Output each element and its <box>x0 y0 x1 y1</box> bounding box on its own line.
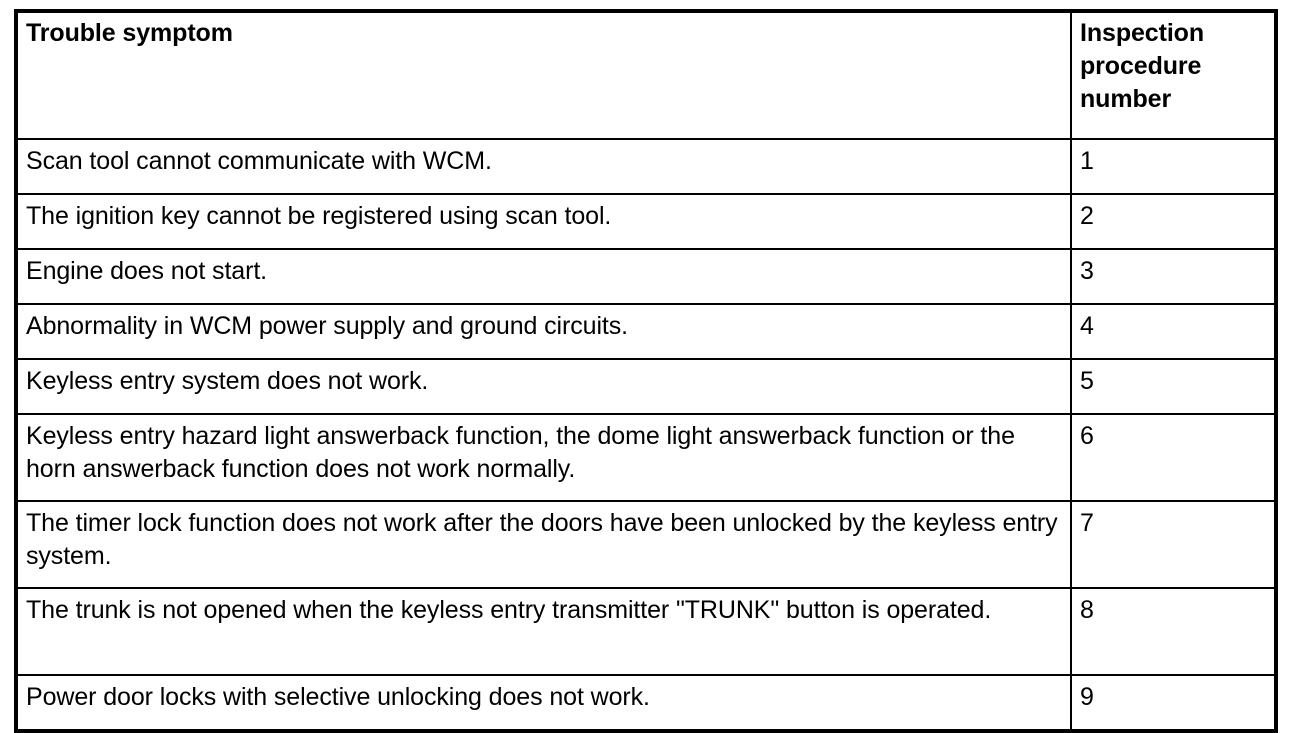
column-header-line-1: Inspection <box>1080 19 1205 47</box>
table-row: Abnormality in WCM power supply and grou… <box>15 303 1277 360</box>
cell-inspection-procedure-number: 5 <box>1070 358 1277 415</box>
cell-inspection-procedure-number: 4 <box>1070 303 1277 360</box>
column-header-inspection-procedure-number: Inspection procedure number <box>1070 10 1277 140</box>
cell-trouble-symptom: Scan tool cannot communicate with WCM. <box>15 138 1072 195</box>
table-row: Keyless entry hazard light answerback fu… <box>15 413 1277 502</box>
column-header-line-2: procedure <box>1080 52 1202 80</box>
table-header: Trouble symptom Inspection procedure num… <box>15 10 1277 140</box>
cell-trouble-symptom: The trunk is not opened when the keyless… <box>15 587 1072 676</box>
cell-trouble-symptom: Keyless entry system does not work. <box>15 358 1072 415</box>
table-row: Scan tool cannot communicate with WCM.1 <box>15 138 1277 195</box>
cell-inspection-procedure-number: 9 <box>1070 674 1277 732</box>
cell-inspection-procedure-number: 7 <box>1070 500 1277 589</box>
cell-trouble-symptom: Power door locks with selective unlockin… <box>15 674 1072 732</box>
table-row: Power door locks with selective unlockin… <box>15 674 1277 732</box>
column-header-line-3: number <box>1080 85 1172 113</box>
table-row: The trunk is not opened when the keyless… <box>15 587 1277 676</box>
table-row: The timer lock function does not work af… <box>15 500 1277 589</box>
trouble-symptom-table: Trouble symptom Inspection procedure num… <box>14 9 1278 733</box>
cell-inspection-procedure-number: 2 <box>1070 193 1277 250</box>
cell-inspection-procedure-number: 1 <box>1070 138 1277 195</box>
cell-inspection-procedure-number: 8 <box>1070 587 1277 676</box>
cell-trouble-symptom: Abnormality in WCM power supply and grou… <box>15 303 1072 360</box>
table-header-row: Trouble symptom Inspection procedure num… <box>15 10 1277 140</box>
table-row: The ignition key cannot be registered us… <box>15 193 1277 250</box>
cell-trouble-symptom: The ignition key cannot be registered us… <box>15 193 1072 250</box>
cell-inspection-procedure-number: 6 <box>1070 413 1277 502</box>
page-root: Trouble symptom Inspection procedure num… <box>14 9 1278 733</box>
cell-trouble-symptom: Keyless entry hazard light answerback fu… <box>15 413 1072 502</box>
table-row: Engine does not start.3 <box>15 248 1277 305</box>
table-row: Keyless entry system does not work.5 <box>15 358 1277 415</box>
column-header-trouble-symptom: Trouble symptom <box>15 10 1072 140</box>
cell-trouble-symptom: The timer lock function does not work af… <box>15 500 1072 589</box>
cell-trouble-symptom: Engine does not start. <box>15 248 1072 305</box>
cell-inspection-procedure-number: 3 <box>1070 248 1277 305</box>
